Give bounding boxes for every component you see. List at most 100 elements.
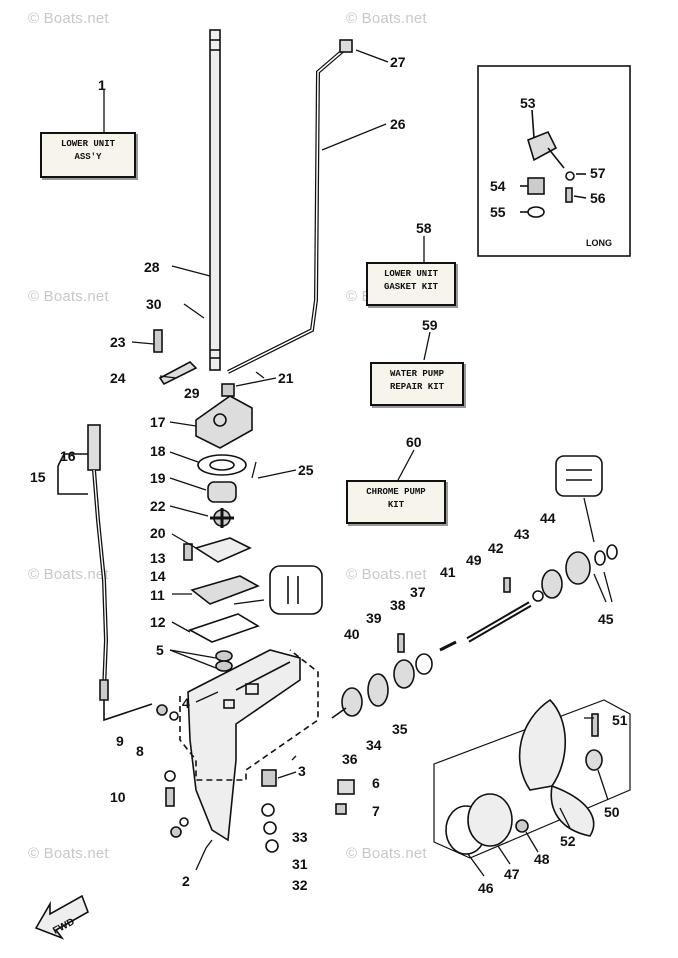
callout-9: 9: [116, 733, 124, 749]
callout-27: 27: [390, 54, 406, 70]
screw: [335, 803, 347, 815]
callout-38: 38: [390, 597, 406, 613]
callout-25: 25: [298, 462, 314, 478]
dashed-outline: [179, 649, 319, 781]
bolt: [153, 329, 163, 353]
watermark: © Boats.net: [346, 566, 427, 583]
callout-24: 24: [110, 370, 126, 386]
callout-42: 42: [488, 540, 504, 556]
box-line: WATER PUMP: [389, 369, 444, 379]
outer-plate: [194, 537, 252, 563]
lever: [158, 361, 198, 386]
callout-58: 58: [416, 220, 432, 236]
callout-39: 39: [366, 610, 382, 626]
callout-18: 18: [150, 443, 166, 459]
callout-7: 7: [372, 803, 380, 819]
callout-46: 46: [478, 880, 494, 896]
callout-43: 43: [514, 526, 530, 542]
callout-15: 15: [30, 469, 46, 485]
callout-37: 37: [410, 584, 426, 600]
box-line: CHROME PUMP: [366, 487, 426, 497]
callout-14: 14: [150, 568, 166, 584]
oil-seal: [215, 650, 233, 662]
callout-47: 47: [504, 866, 520, 882]
cap: [337, 779, 355, 795]
washer: [263, 821, 277, 835]
callout-21: 21: [278, 370, 294, 386]
callout-8: 8: [136, 743, 144, 759]
watermark: © Boats.net: [28, 845, 109, 862]
callout-29: 29: [184, 385, 200, 401]
callout-6: 6: [372, 775, 380, 791]
propeller-shaft-components: [331, 544, 618, 719]
callout-53: 53: [520, 95, 536, 111]
callout-17: 17: [150, 414, 166, 430]
washer: [265, 839, 279, 853]
grommet: [339, 39, 353, 53]
water-tube: [227, 46, 348, 374]
inset-label: LONG: [586, 238, 612, 248]
callout-50: 50: [604, 804, 620, 820]
callout-48: 48: [534, 851, 550, 867]
box-line: LOWER UNIT: [383, 269, 438, 279]
callout-12: 12: [150, 614, 166, 630]
callout-32: 32: [292, 877, 308, 893]
box-line: KIT: [387, 500, 405, 510]
insert: [207, 481, 237, 503]
callout-10: 10: [110, 789, 126, 805]
callout-51: 51: [612, 712, 628, 728]
pump-base: [190, 575, 260, 605]
shift-rod: [87, 424, 109, 701]
callout-49: 49: [466, 552, 482, 568]
callout-28: 28: [144, 259, 160, 275]
callout-3: 3: [298, 763, 306, 779]
callout-13: 13: [150, 550, 166, 566]
watermark: © Boats.net: [28, 566, 109, 583]
callout-56: 56: [590, 190, 606, 206]
lower-case: [187, 649, 301, 842]
callout-1: 1: [98, 77, 106, 93]
gasket-kit-box: LOWER UNIT GASKET KIT: [366, 262, 456, 306]
box-line: REPAIR KIT: [389, 382, 444, 392]
callout-60: 60: [406, 434, 422, 450]
callout-16: 16: [60, 448, 76, 464]
watermark: © Boats.net: [28, 10, 109, 27]
lower-unit-assy-box: LOWER UNIT ASS'Y: [40, 132, 136, 178]
oil-seal: [215, 660, 233, 672]
callout-30: 30: [146, 296, 162, 312]
bolt: [183, 543, 193, 561]
callout-23: 23: [110, 334, 126, 350]
gasket: [197, 454, 247, 476]
callout-59: 59: [422, 317, 438, 333]
water-pump-repair-kit-box: WATER PUMP REPAIR KIT: [370, 362, 464, 406]
chrome-pump-kit-box: CHROME PUMP KIT: [346, 480, 446, 524]
watermark: © Boats.net: [346, 845, 427, 862]
long-inset-frame: [477, 65, 631, 257]
callout-11: 11: [150, 587, 165, 603]
callout-44: 44: [540, 510, 556, 526]
callout-41: 41: [440, 564, 456, 580]
callout-22: 22: [150, 498, 166, 514]
callout-4: 4: [182, 695, 190, 711]
callout-52: 52: [560, 833, 576, 849]
callout-34: 34: [366, 737, 382, 753]
callout-19: 19: [150, 470, 166, 486]
watermark: © Boats.net: [28, 288, 109, 305]
base-gasket: [188, 613, 260, 643]
callout-45: 45: [598, 611, 614, 627]
callout-2: 2: [182, 873, 190, 889]
washer: [261, 803, 275, 817]
box-line: LOWER UNIT: [60, 139, 115, 149]
callout-20: 20: [150, 525, 166, 541]
callout-26: 26: [390, 116, 406, 132]
callout-54: 54: [490, 178, 506, 194]
box-line: GASKET KIT: [383, 282, 438, 292]
impeller: [210, 508, 234, 528]
box-line: ASS'Y: [74, 152, 102, 162]
callout-40: 40: [344, 626, 360, 642]
callout-5: 5: [156, 642, 164, 658]
callout-31: 31: [292, 856, 308, 872]
inset-parts: [520, 109, 587, 218]
callout-57: 57: [590, 165, 606, 181]
